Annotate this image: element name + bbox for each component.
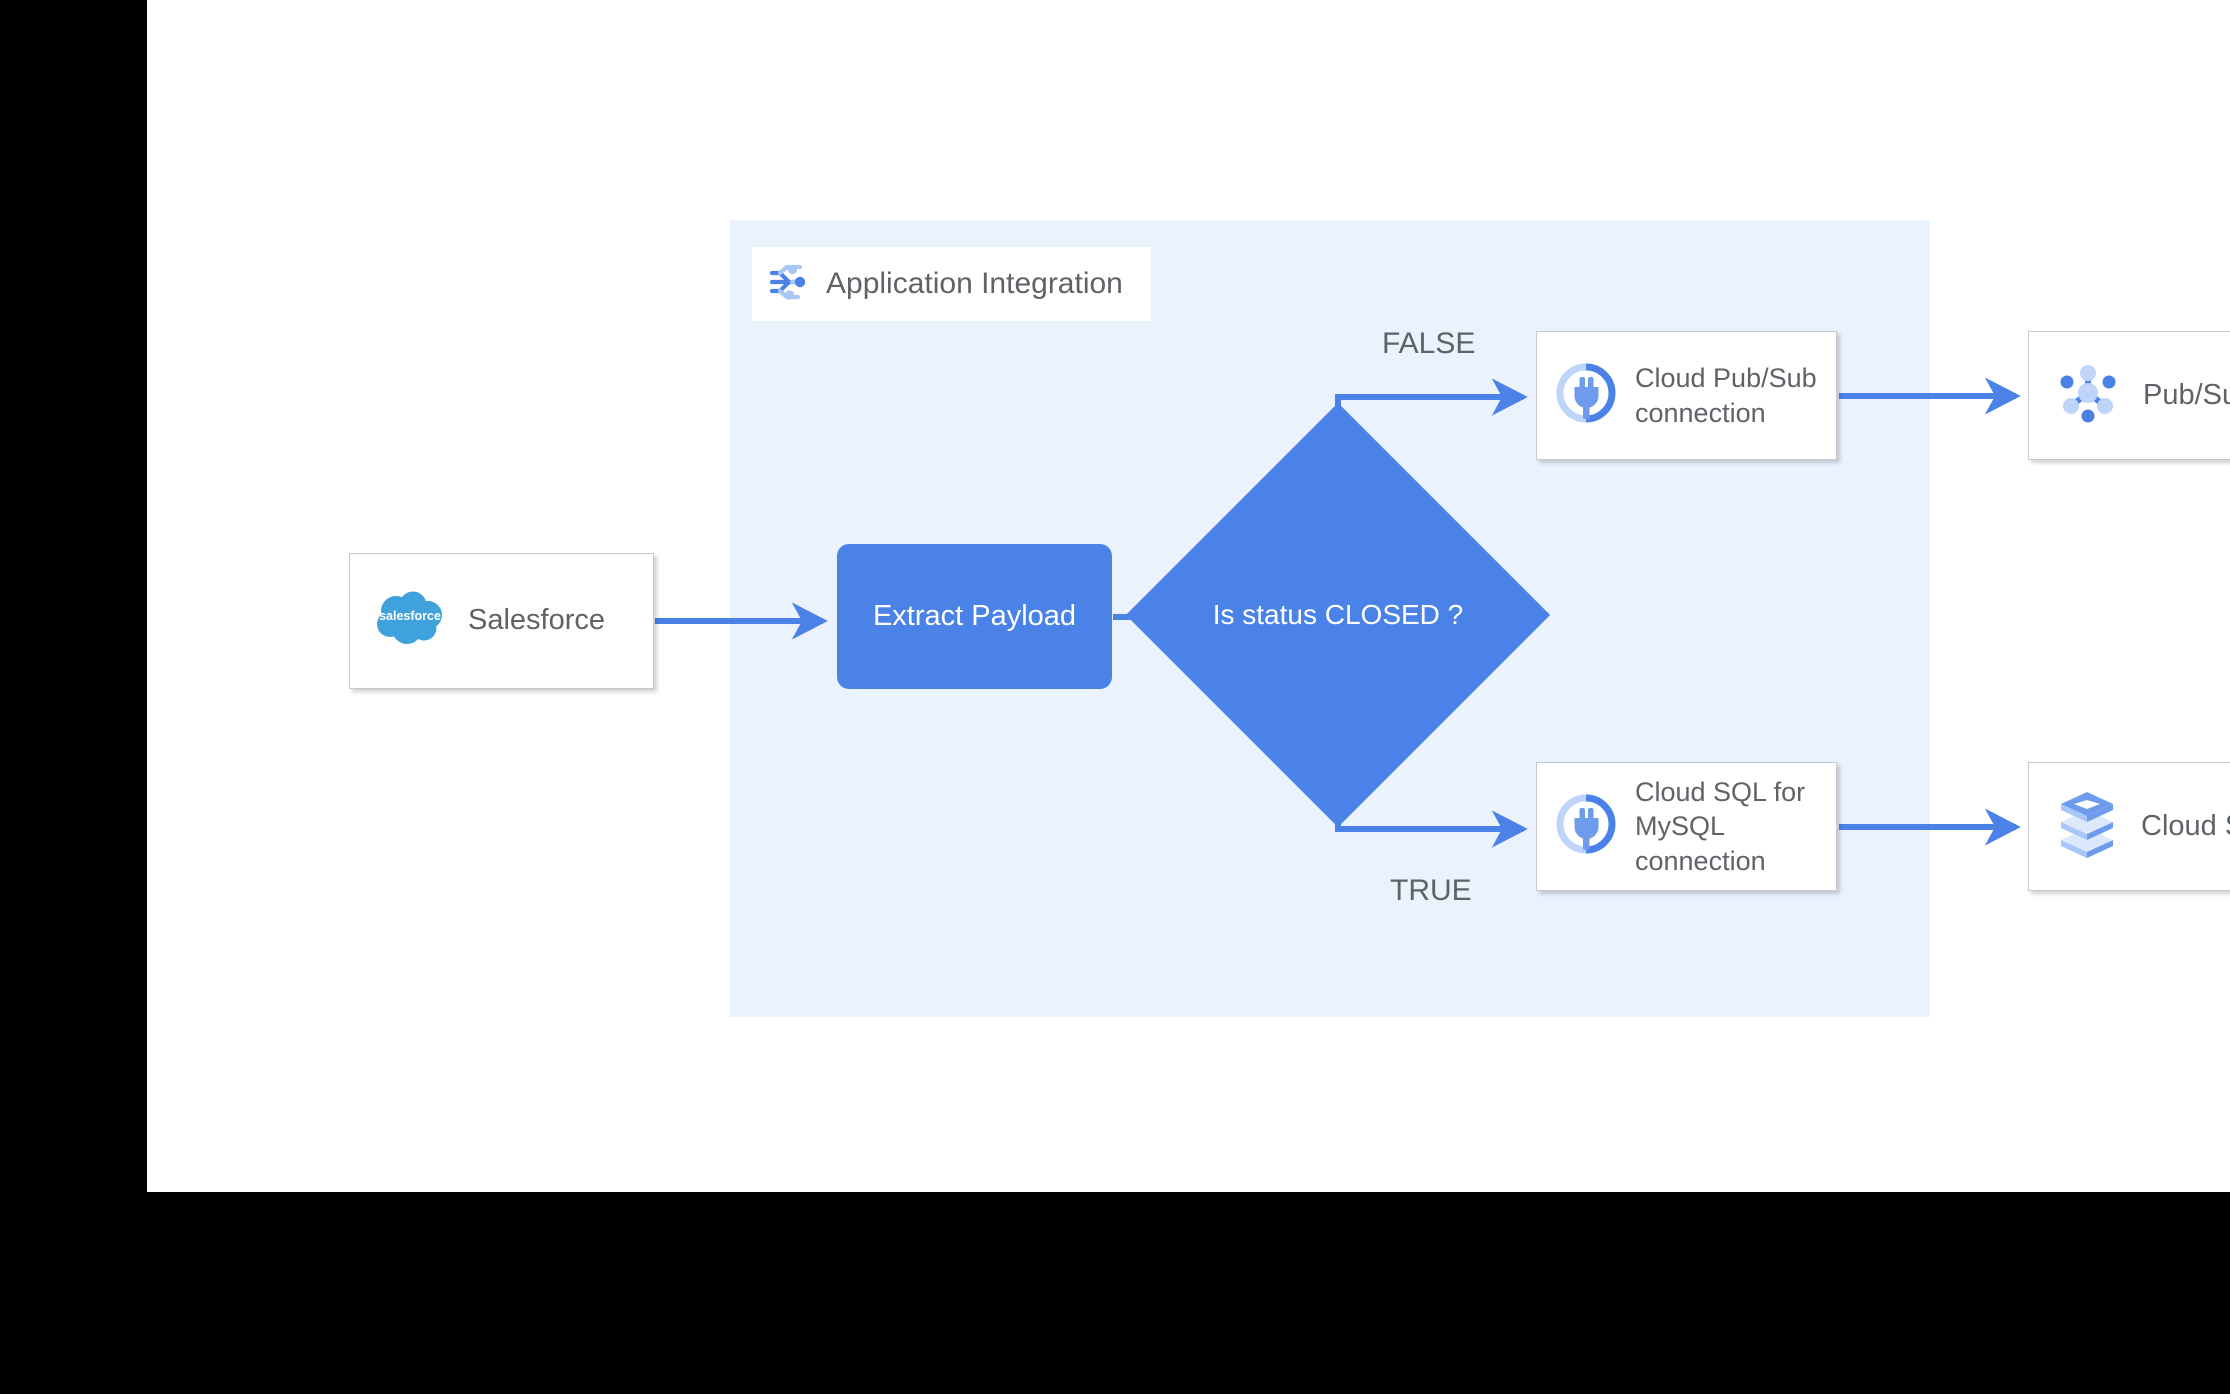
connector-plug-icon: [1555, 362, 1617, 429]
application-integration-label-box: Application Integration: [752, 247, 1151, 321]
node-decision-is-status-closed[interactable]: Is status CLOSED ?: [1125, 402, 1551, 828]
node-salesforce-label: Salesforce: [468, 604, 606, 637]
node-cloud-pubsub-connection-label: Cloud Pub/Sub connection: [1635, 362, 1817, 428]
salesforce-cloud-icon: salesforce: [374, 591, 446, 652]
pubsub-icon: [2055, 360, 2121, 431]
application-integration-icon: [768, 260, 812, 309]
node-salesforce[interactable]: salesforce Salesforce: [349, 553, 654, 689]
node-cloud-pubsub-connection[interactable]: Cloud Pub/Sub connection: [1536, 331, 1837, 460]
connector-plug-icon: [1555, 793, 1617, 860]
cloud-sql-icon: [2055, 788, 2119, 865]
edge-label-false: FALSE: [1382, 327, 1476, 360]
node-cloud-sql-mysql-connection-label: Cloud SQL for MySQL connection: [1635, 776, 1806, 876]
node-extract-payload-label: Extract Payload: [872, 600, 1077, 632]
node-extract-payload[interactable]: Extract Payload: [837, 544, 1112, 689]
node-pubsub-label: Pub/Sub: [2143, 378, 2230, 411]
node-decision-label: Is status CLOSED ?: [1212, 599, 1464, 630]
edge-label-true: TRUE: [1390, 874, 1472, 907]
node-cloud-sql-label: Cloud SQL: [2141, 809, 2230, 842]
node-pubsub[interactable]: Pub/Sub: [2028, 331, 2230, 460]
diagram-canvas: Application Integration FALSE TRUE: [147, 0, 2230, 1192]
node-cloud-sql-mysql-connection[interactable]: Cloud SQL for MySQL connection: [1536, 762, 1837, 891]
application-integration-label: Application Integration: [826, 267, 1123, 300]
salesforce-wordmark: salesforce: [379, 609, 441, 623]
node-cloud-sql[interactable]: Cloud SQL: [2028, 762, 2230, 891]
